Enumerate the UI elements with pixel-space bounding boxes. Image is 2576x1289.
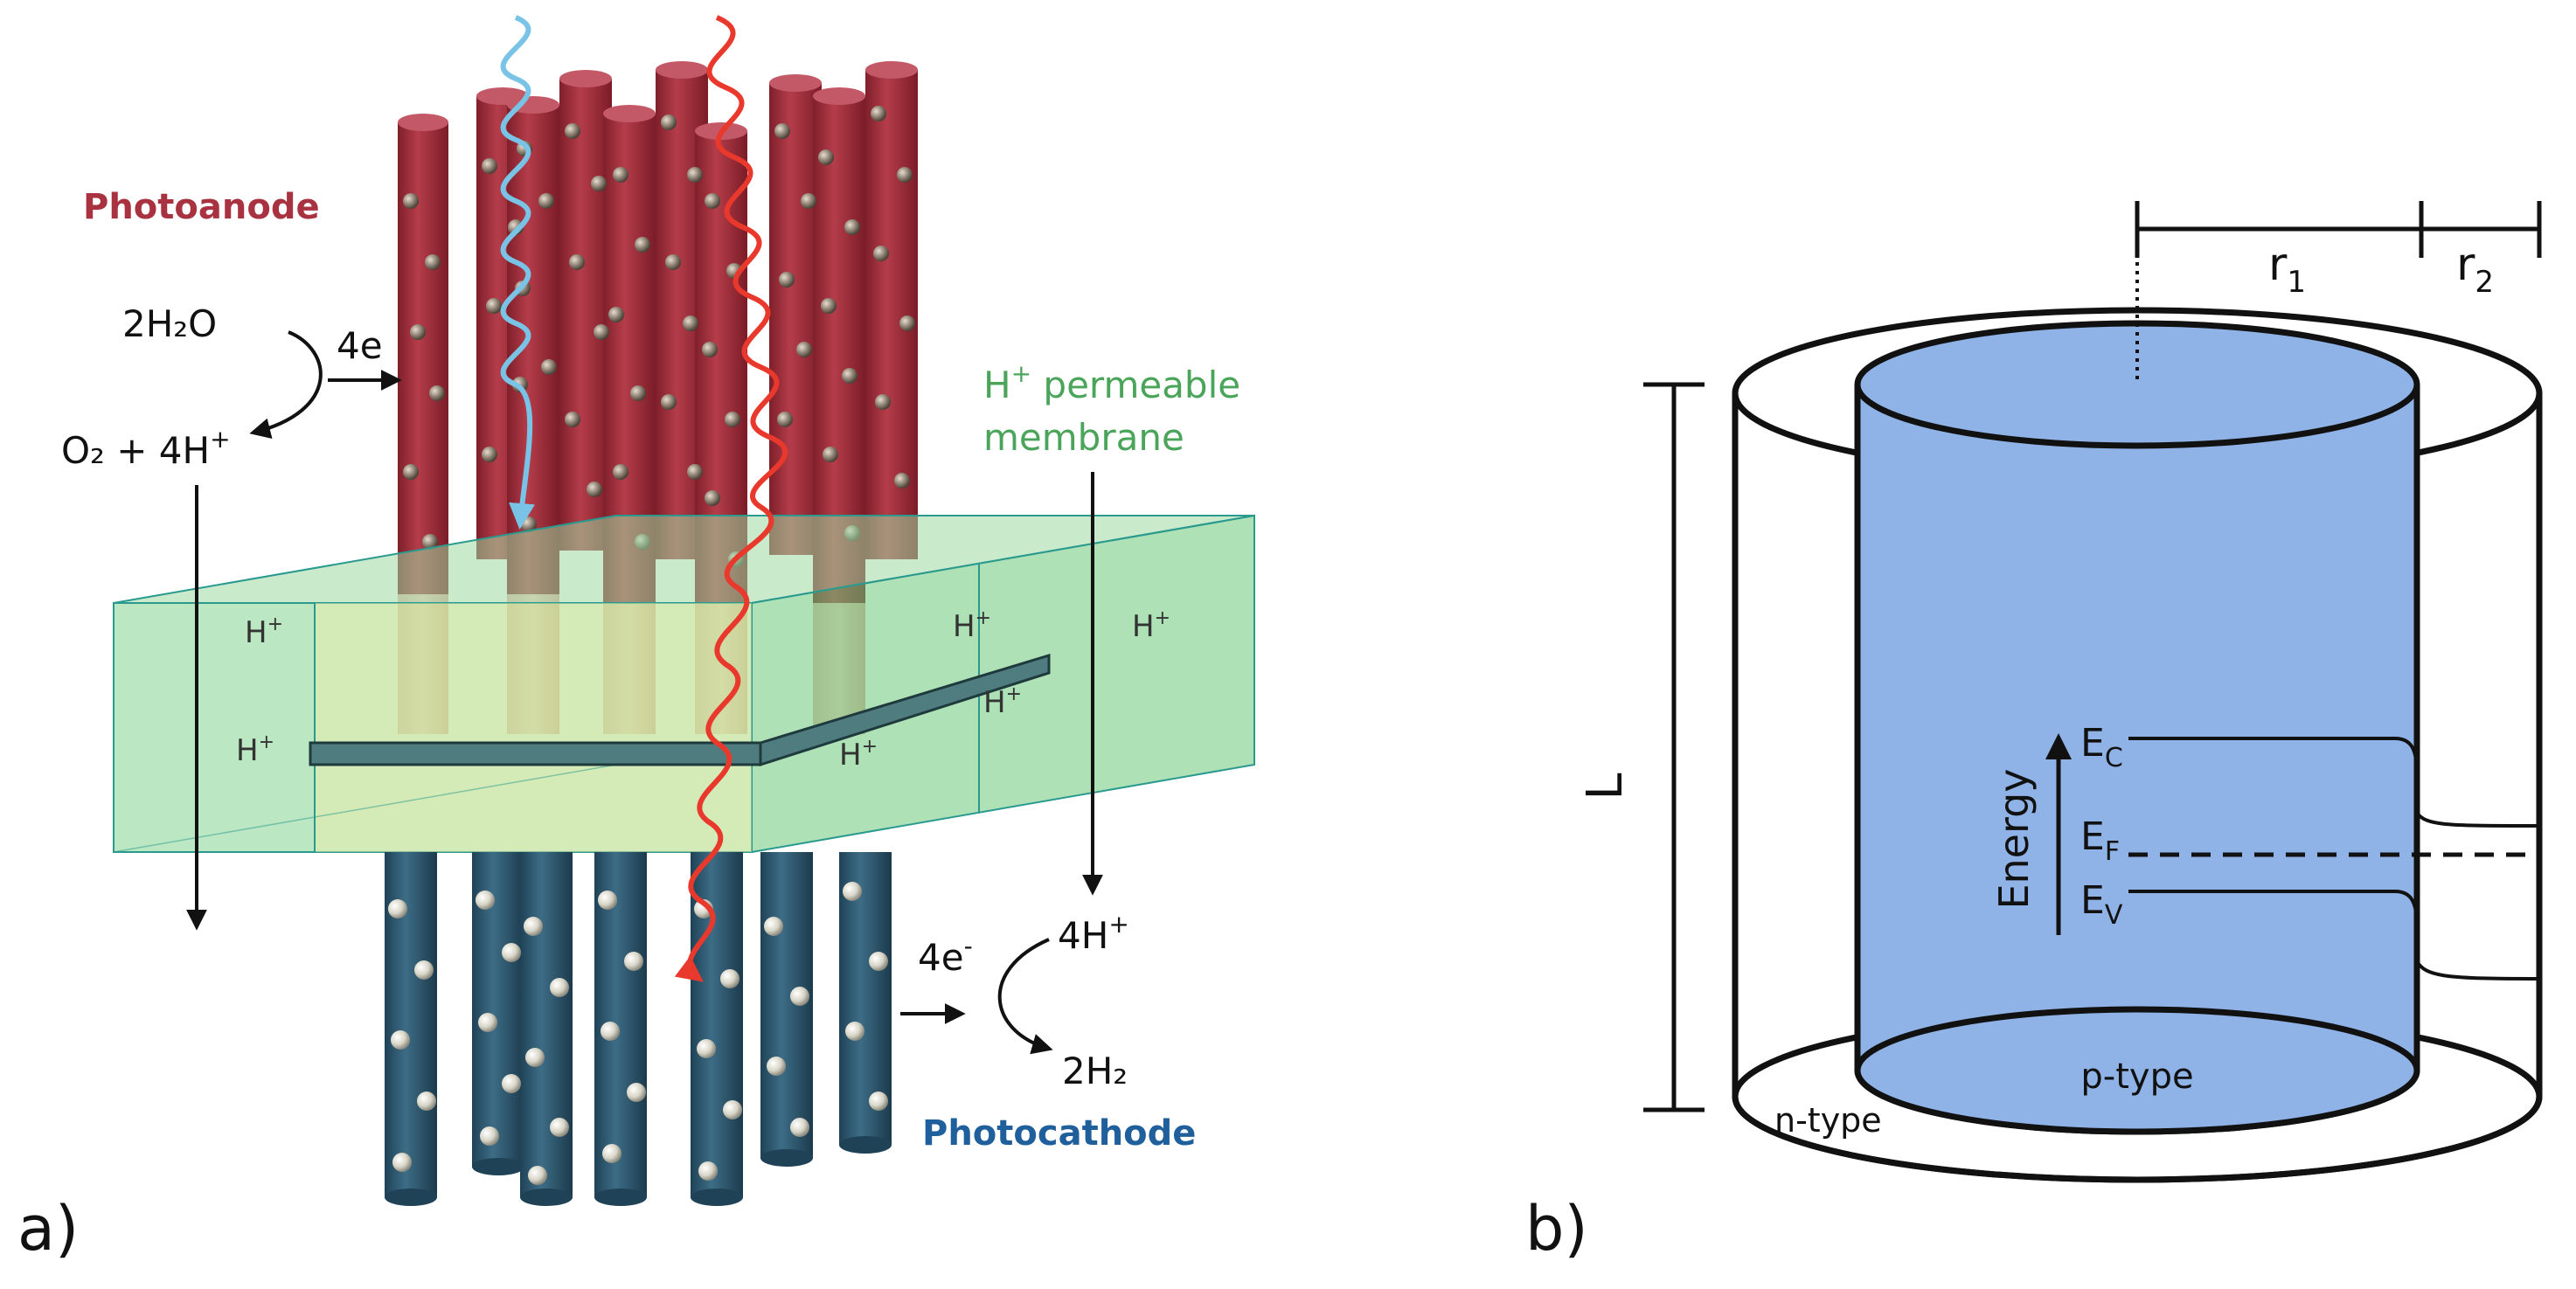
membrane	[113, 514, 1255, 854]
proton-label-4: H+	[1132, 607, 1170, 644]
svg-text:membrane: membrane	[983, 416, 1184, 459]
photoanode-beads	[403, 106, 915, 567]
anode-reaction: 2H₂O 4e O₂ + 4H+	[61, 302, 402, 931]
panel-a: H+ H+ H+ H+ H+ H+	[17, 15, 1255, 1265]
radius-dimensions	[2135, 201, 2542, 385]
cathode-electrons: 4e-	[918, 932, 973, 979]
anode-curved-arrow	[249, 330, 323, 439]
red-light-wave	[674, 15, 788, 982]
cathode-curved-arrow	[997, 938, 1053, 1055]
conduction-band-line	[2128, 737, 2540, 828]
panel-a-label: a)	[17, 1193, 79, 1265]
core-label: p-type	[2080, 1057, 2193, 1097]
r1-label: r1	[2268, 239, 2306, 300]
cathode-reaction: 4H+ 4e- 2H₂	[900, 472, 1129, 1092]
panel-b-label: b)	[1525, 1193, 1588, 1265]
length-dimension	[1643, 382, 1705, 1112]
connecting-wire	[309, 653, 1051, 767]
light-rays	[500, 15, 788, 982]
length-label: L	[1577, 773, 1634, 800]
shell-label: n-type	[1774, 1101, 1882, 1140]
r2-label: r2	[2456, 239, 2494, 300]
anode-reactant: 2H₂O	[122, 302, 217, 345]
proton-labels: H+ H+ H+ H+ H+ H+	[236, 607, 1170, 773]
blue-light-wave	[500, 15, 535, 530]
panel-b: r1 r2 L Energy EC EF EV p-type n-type b)	[1525, 201, 2543, 1265]
core-bottom	[1854, 1006, 2420, 1135]
svg-text:H+ permeable: H+ permeable	[983, 359, 1240, 406]
photoanode-label: Photoanode	[83, 187, 320, 227]
valence-band-line	[2128, 890, 2540, 981]
ef-label: EF	[2080, 814, 2120, 867]
cathode-product: 2H₂	[1062, 1050, 1128, 1092]
cathode-reactant: 4H+	[1058, 910, 1129, 957]
proton-label-6: H+	[839, 736, 878, 773]
anode-electrons: 4e	[337, 324, 383, 367]
photocathode-rods	[385, 852, 892, 1206]
proton-label-1: H+	[245, 613, 283, 650]
photocathode-label: Photocathode	[922, 1113, 1196, 1154]
anode-products: O₂ + 4H+	[61, 425, 231, 472]
ev-label: EV	[2080, 878, 2123, 931]
proton-label-2: H+	[236, 731, 274, 768]
band-diagram	[2045, 733, 2540, 981]
ec-label: EC	[2080, 721, 2123, 773]
membrane-label: H+ permeable membrane	[983, 359, 1240, 459]
proton-label-5: H+	[983, 683, 1022, 720]
proton-label-3: H+	[953, 607, 991, 644]
energy-label: Energy	[1990, 768, 2038, 909]
photocathode-beads	[388, 882, 888, 1185]
